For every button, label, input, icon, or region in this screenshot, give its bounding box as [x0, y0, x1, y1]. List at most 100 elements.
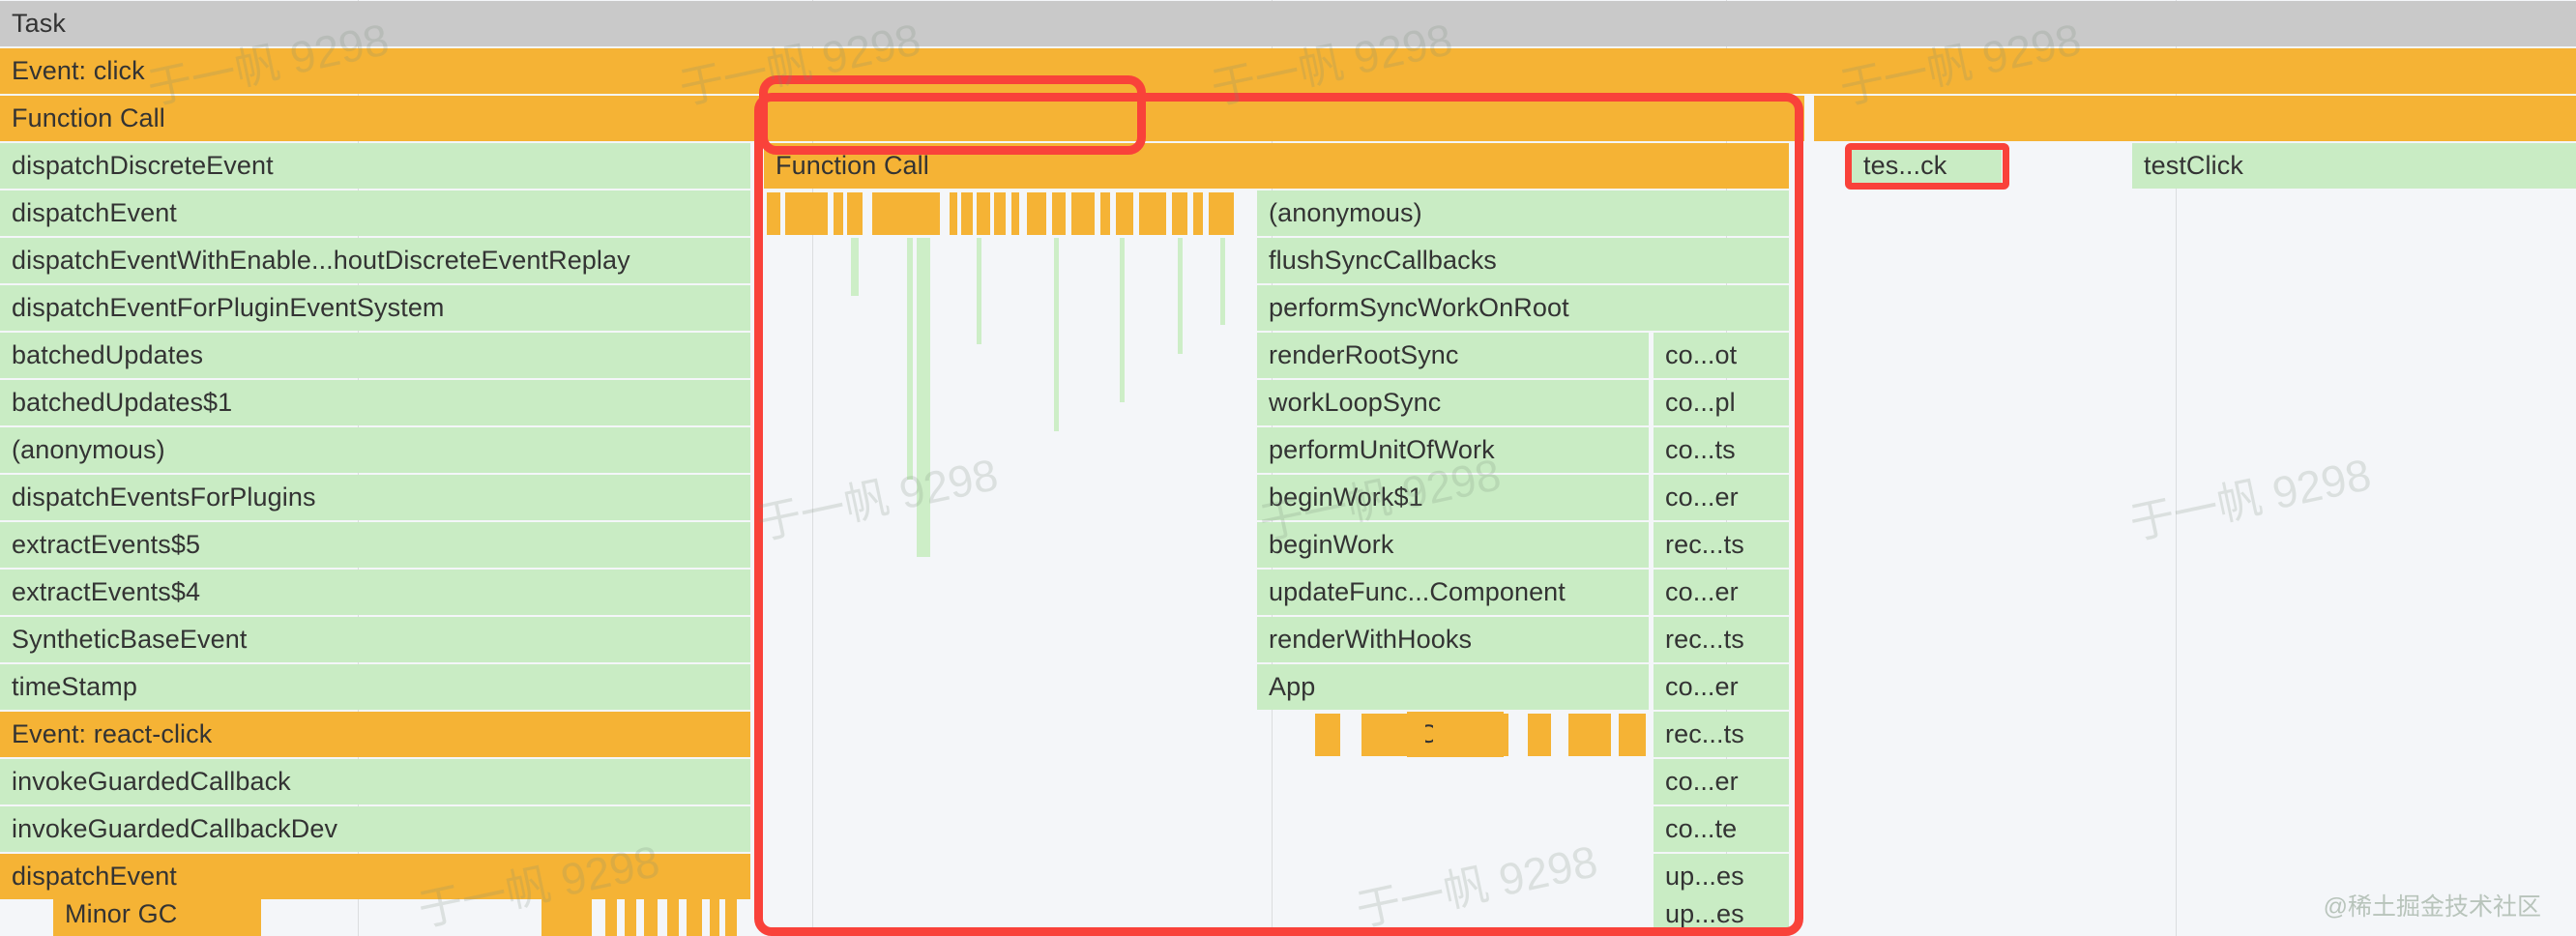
- flame-bar[interactable]: App: [1257, 664, 1649, 710]
- gc-tick[interactable]: [710, 893, 719, 936]
- flame-bar-fragment[interactable]: [1027, 192, 1046, 235]
- flame-bar[interactable]: performSyncWorkOnRoot: [1257, 285, 1789, 331]
- flame-bar-fragment[interactable]: [1052, 192, 1066, 235]
- flame-bar[interactable]: Event: react-click: [0, 712, 750, 757]
- flame-bar[interactable]: co...ts: [1654, 427, 1789, 473]
- flame-bar-sliver: [1178, 238, 1183, 354]
- gc-tick[interactable]: [625, 893, 636, 936]
- flame-bar-label: SyntheticBaseEvent: [12, 625, 248, 654]
- flame-bar-fragment[interactable]: [1100, 192, 1110, 235]
- flame-bar-fragment[interactable]: [1011, 192, 1019, 235]
- flame-bar[interactable]: tes...ck: [1852, 143, 2002, 189]
- flame-bar-fragment[interactable]: [834, 192, 843, 235]
- flame-bar[interactable]: Function Call: [764, 143, 1789, 189]
- gc-tick[interactable]: [542, 893, 592, 936]
- flame-bar[interactable]: co...er: [1654, 664, 1789, 710]
- flame-bar[interactable]: extractEvents$4: [0, 570, 750, 615]
- flame-bar-fragment[interactable]: [1568, 714, 1611, 756]
- flame-row: invokeGuardedCallbackDev co...te: [0, 805, 2576, 853]
- flame-bar[interactable]: co...er: [1654, 570, 1789, 615]
- gc-tick[interactable]: [605, 893, 617, 936]
- flame-bar[interactable]: flushSyncCallbacks: [1257, 238, 1789, 283]
- flame-bar[interactable]: renderWithHooks: [1257, 617, 1649, 662]
- flame-bar[interactable]: batchedUpdates$1: [0, 380, 750, 425]
- flame-bar[interactable]: dispatchEventsForPlugins: [0, 475, 750, 520]
- gc-tick[interactable]: [667, 893, 679, 936]
- flame-bar[interactable]: (anonymous): [0, 427, 750, 473]
- flame-bar[interactable]: timeStamp: [0, 664, 750, 710]
- flame-bar-fragment[interactable]: [1172, 192, 1187, 235]
- flame-bar-fragment[interactable]: [1139, 192, 1166, 235]
- flame-bar-sliver: [917, 238, 930, 557]
- flame-bar-label: co...pl: [1665, 388, 1736, 417]
- flame-bar[interactable]: up...es: [1654, 892, 1789, 936]
- flame-bar[interactable]: testClick: [2132, 143, 2576, 189]
- flame-bar-fragment[interactable]: [977, 192, 990, 235]
- flame-bar[interactable]: updateFunc...Component: [1257, 570, 1649, 615]
- flame-bar-fragment[interactable]: [1071, 192, 1095, 235]
- flame-bar-fragment[interactable]: [1193, 192, 1203, 235]
- flame-row: Minor GC up...es: [0, 891, 2576, 936]
- flame-bar-fragment[interactable]: [961, 192, 973, 235]
- flame-bar-label: extractEvents$5: [12, 530, 201, 559]
- flame-bar-label: dispatchDiscreteEvent: [12, 151, 274, 180]
- flame-bar[interactable]: co...ot: [1654, 333, 1789, 378]
- flame-bar-fragment[interactable]: [994, 192, 1006, 235]
- flame-bar[interactable]: dispatchEventWithEnable...houtDiscreteEv…: [0, 238, 750, 283]
- flame-bar[interactable]: Minor GC: [53, 892, 261, 936]
- flame-bar[interactable]: dispatchEvent: [0, 190, 750, 236]
- flame-bar-label: timeStamp: [12, 672, 137, 701]
- gc-tick[interactable]: [687, 893, 702, 936]
- flame-row: invokeGuardedCallback co...er: [0, 758, 2576, 805]
- flame-bar-fragment[interactable]: [1619, 714, 1646, 756]
- flame-bar[interactable]: (anonymous): [1257, 190, 1789, 236]
- flame-bar[interactable]: rec...ts: [1654, 712, 1789, 757]
- flame-bar[interactable]: dispatchEventForPluginEventSystem: [0, 285, 750, 331]
- gc-tick[interactable]: [644, 893, 658, 936]
- flame-bar-fragment[interactable]: [767, 192, 780, 235]
- flame-bar-fragment[interactable]: [847, 192, 863, 235]
- flame-bar[interactable]: invokeGuardedCallback: [0, 759, 750, 804]
- flame-bar-fragment[interactable]: [872, 192, 940, 235]
- flame-bar[interactable]: Function Call: [0, 96, 1804, 141]
- flame-bar-fragment[interactable]: [1209, 192, 1234, 235]
- flame-bar[interactable]: batchedUpdates: [0, 333, 750, 378]
- flame-bar[interactable]: invokeGuardedCallbackDev: [0, 806, 750, 852]
- flame-bar[interactable]: rec...ts: [1654, 617, 1789, 662]
- flame-bar[interactable]: dispatchDiscreteEvent: [0, 143, 750, 189]
- flame-bar[interactable]: co...pl: [1654, 380, 1789, 425]
- flame-bar[interactable]: Event: click: [0, 48, 2576, 94]
- flame-row: batchedUpdates$1 workLoopSync co...pl: [0, 379, 2576, 426]
- flame-bar[interactable]: extractEvents$5: [0, 522, 750, 568]
- flame-bar-sliver: [851, 238, 859, 296]
- flame-bar-fragment[interactable]: [950, 192, 957, 235]
- flame-bar[interactable]: co...er: [1654, 475, 1789, 520]
- flame-bar-label: up...es: [1665, 899, 1744, 928]
- flame-bar[interactable]: Task: [0, 1, 2576, 46]
- flame-bar-fragment[interactable]: [1116, 192, 1133, 235]
- gc-tick[interactable]: [725, 893, 737, 936]
- flame-bar-fragment[interactable]: [1433, 714, 1508, 756]
- flame-bar[interactable]: beginWork: [1257, 522, 1649, 568]
- flame-row: Function Call: [0, 95, 2576, 142]
- flame-bar[interactable]: workLoopSync: [1257, 380, 1649, 425]
- flame-bar[interactable]: performUnitOfWork: [1257, 427, 1649, 473]
- flame-bar-fragment[interactable]: [1528, 714, 1551, 756]
- flame-bar-fragment[interactable]: [1315, 714, 1340, 756]
- flame-bar-label: co...ot: [1665, 340, 1738, 369]
- flame-bar[interactable]: renderRootSync: [1257, 333, 1649, 378]
- flame-row: Event: click: [0, 47, 2576, 95]
- flame-bar[interactable]: beginWork$1: [1257, 475, 1649, 520]
- flame-bar[interactable]: SyntheticBaseEvent: [0, 617, 750, 662]
- flame-bar[interactable]: [1814, 96, 2576, 141]
- flame-bar[interactable]: co...er: [1654, 759, 1789, 804]
- flame-bar[interactable]: rec...ts: [1654, 522, 1789, 568]
- flame-bar-label: up...es: [1665, 862, 1744, 891]
- flame-bar[interactable]: co...te: [1654, 806, 1789, 852]
- flame-bar-fragment[interactable]: [785, 192, 828, 235]
- flame-bar-fragment[interactable]: [1361, 714, 1425, 756]
- flame-bar-label: dispatchEventsForPlugins: [12, 483, 316, 512]
